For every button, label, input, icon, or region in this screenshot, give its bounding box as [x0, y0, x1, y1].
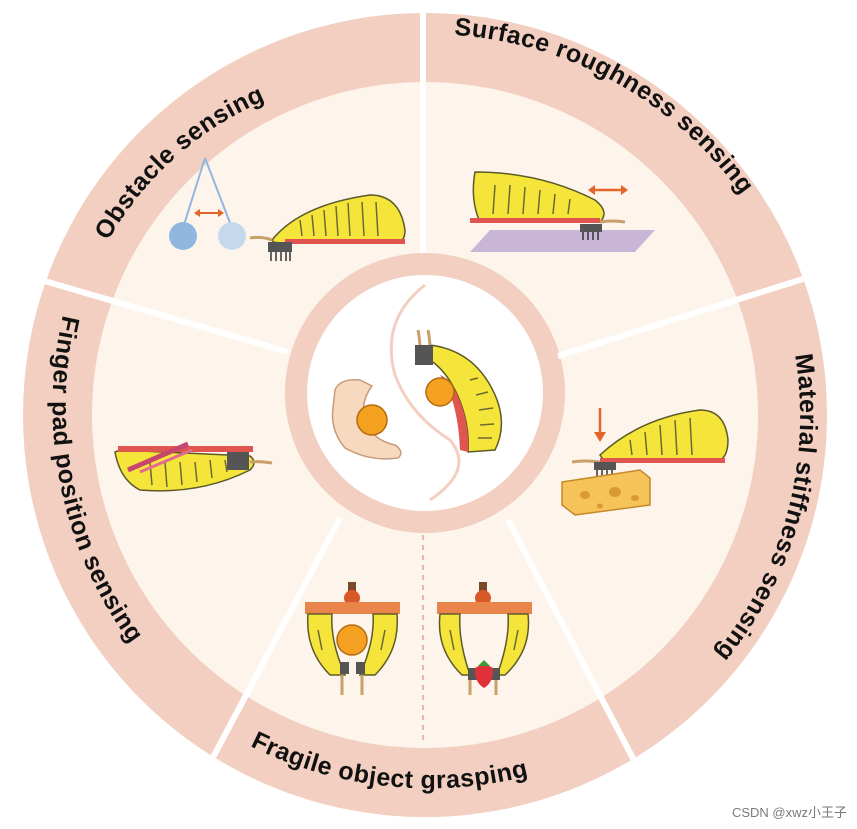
gripper-icon: [437, 582, 532, 695]
soft-finger-icon: [249, 194, 406, 244]
press-arrow-icon: [594, 408, 606, 442]
soft-finger-icon: [571, 409, 729, 464]
strawberry-icon: [474, 660, 494, 688]
center-illustration: [331, 283, 503, 502]
brush-sensor-icon: [415, 345, 433, 365]
pendulum-icon: [169, 157, 246, 250]
orange-icon: [336, 624, 368, 656]
soft-finger-icon: [470, 171, 626, 224]
brush-sensor-icon: [268, 242, 292, 261]
cheese-icon: [561, 469, 651, 516]
obstacle-illustration: [169, 157, 406, 261]
fragile-illustration: [305, 582, 532, 695]
orange-icon: [356, 404, 388, 436]
watermark: CSDN @xwz小王子: [731, 805, 847, 820]
gripper-icon: [305, 582, 400, 695]
swing-arrow-icon: [194, 209, 224, 217]
brush-sensor-icon: [227, 452, 249, 470]
finger-pad-illustration: [114, 441, 273, 492]
rough-surface-icon: [470, 230, 655, 252]
surface-illustration: [470, 171, 655, 252]
orange-icon: [425, 377, 455, 407]
brush-sensor-icon: [580, 224, 602, 240]
human-hand-icon: [331, 378, 402, 460]
yin-yang-divider: [389, 283, 461, 502]
contact-rod-icon: [127, 441, 193, 474]
material-illustration: [561, 408, 729, 516]
sliding-arrow-icon: [588, 185, 628, 195]
